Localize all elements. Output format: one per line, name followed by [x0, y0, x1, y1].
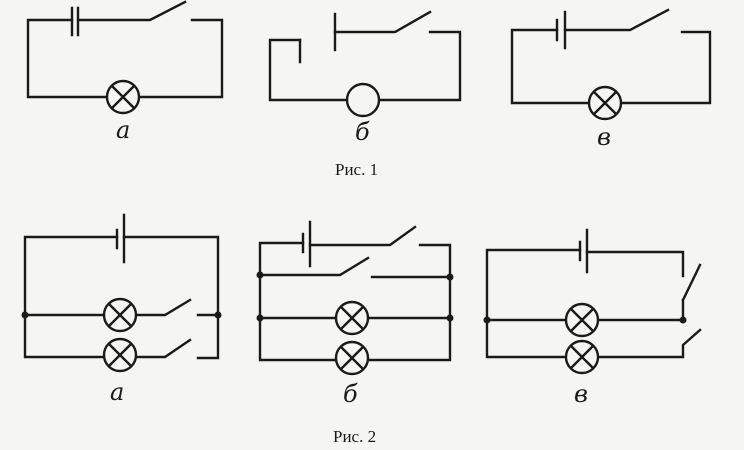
- lamp-icon: [564, 339, 600, 375]
- fig1-label-v: в: [597, 123, 611, 151]
- fig1-circuit-a: а: [26, 0, 224, 144]
- lamp-icon: [334, 340, 370, 376]
- battery-icon: [115, 213, 126, 264]
- lamp-icon: [102, 297, 138, 333]
- fig2-label-b: б: [343, 380, 358, 408]
- battery-icon: [555, 10, 567, 50]
- fig1-circuit-b: б: [268, 10, 462, 146]
- fig1-label-b: б: [355, 118, 370, 146]
- lamp-icon: [102, 337, 138, 373]
- fig1-label-a: а: [116, 116, 130, 144]
- capacitor-icon: [70, 6, 80, 37]
- lamp-icon: [334, 300, 370, 336]
- fig2-circuit-b: б: [256, 220, 454, 408]
- fig1-circuit-v: в: [510, 8, 712, 151]
- battery-icon: [298, 12, 337, 64]
- lamp-icon: [564, 302, 600, 338]
- figure2-caption: Рис. 2: [333, 427, 376, 446]
- lamp-icon: [345, 82, 381, 118]
- fig2-circuit-v: в: [483, 228, 702, 408]
- battery-icon: [578, 228, 589, 274]
- lamp-icon: [105, 79, 141, 115]
- fig2-circuit-a: а: [21, 213, 222, 406]
- fig2-label-a: а: [110, 378, 124, 406]
- lamp-icon: [587, 85, 623, 121]
- fig2-label-v: в: [574, 380, 588, 408]
- figure1-caption: Рис. 1: [335, 160, 378, 179]
- battery-icon: [301, 220, 312, 268]
